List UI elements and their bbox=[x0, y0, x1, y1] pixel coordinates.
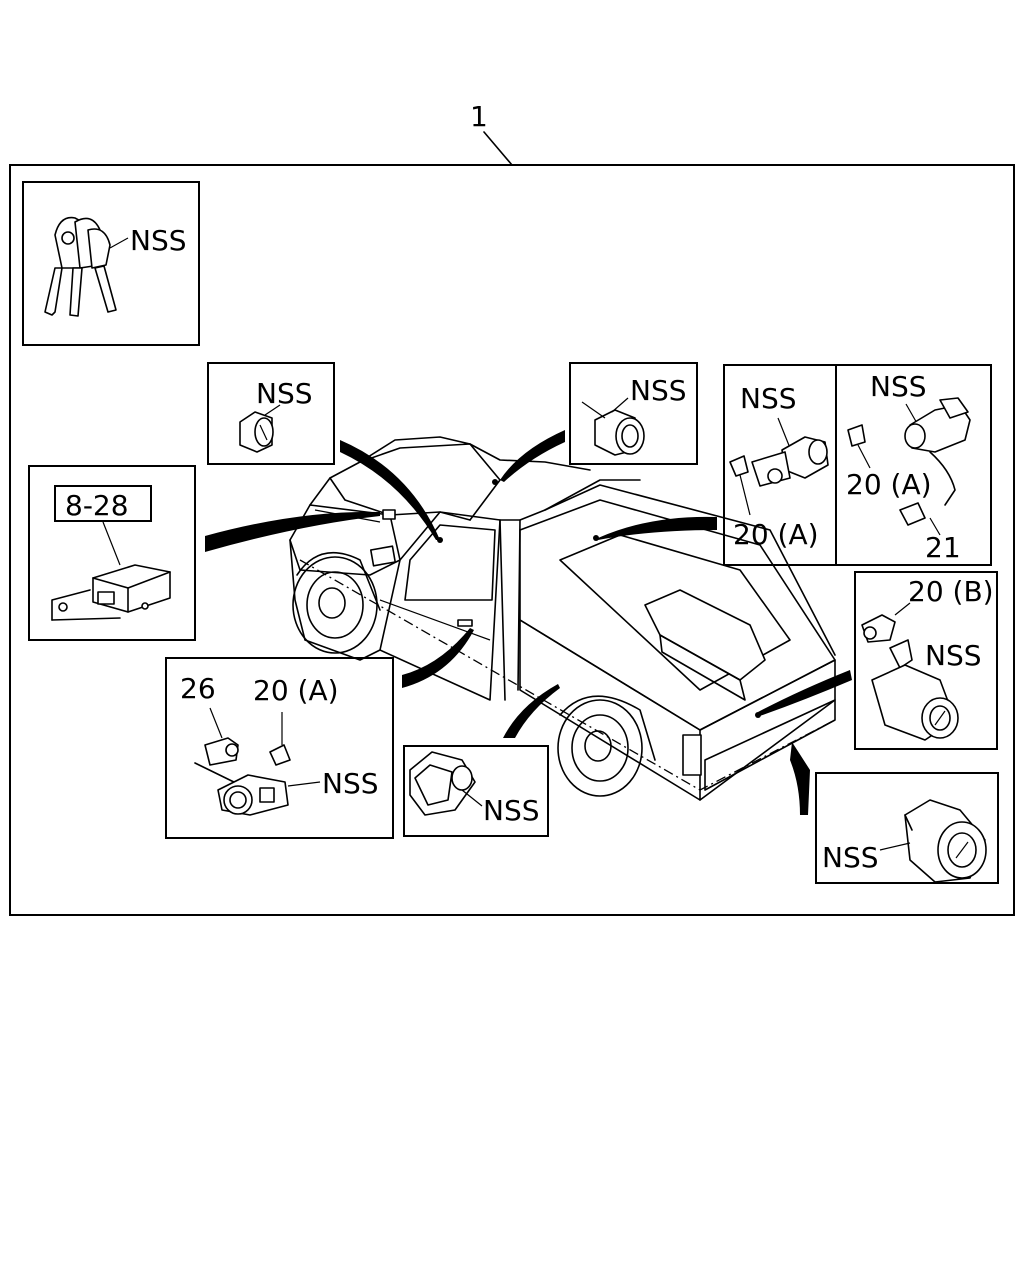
actuator-right-clip-label: 20 (A) bbox=[846, 468, 932, 501]
module-ref-frame bbox=[54, 485, 152, 522]
door-lock-cylinder-icon bbox=[194, 737, 291, 816]
ignition-lock-icon bbox=[581, 397, 645, 456]
actuator-right-nss-label: NSS bbox=[870, 370, 927, 403]
keys-icon bbox=[44, 216, 129, 317]
door-lock-box bbox=[165, 657, 394, 839]
keys-box bbox=[22, 181, 200, 346]
assembly-number-label: 1 bbox=[470, 100, 488, 133]
control-module-icon bbox=[51, 564, 171, 621]
lock-middle-nss-label: NSS bbox=[630, 374, 687, 407]
lock-cylinder-box-top bbox=[207, 362, 335, 465]
rear-lock-nss-label: NSS bbox=[822, 841, 879, 874]
rod-label: 21 bbox=[925, 531, 961, 564]
rear-lock-box bbox=[815, 772, 999, 884]
pickup-truck-illustration bbox=[289, 436, 836, 801]
actuator-left-clip-label: 20 (A) bbox=[733, 518, 819, 551]
keys-nss-label: NSS bbox=[130, 224, 187, 257]
door-lock-nss-label: NSS bbox=[322, 767, 379, 800]
trunk-lock-actuator-icon bbox=[847, 397, 971, 526]
lock-cylinder-box-middle bbox=[569, 362, 698, 465]
module-ref-label: 8-28 bbox=[65, 489, 129, 522]
tailgate-lock-box bbox=[854, 571, 998, 750]
bolt-label: 26 bbox=[180, 672, 216, 705]
assembly-frame bbox=[9, 164, 1015, 916]
tailgate-nss-label: NSS bbox=[925, 639, 982, 672]
fuel-lid-lock-icon bbox=[409, 751, 476, 816]
assembly-leader bbox=[483, 131, 513, 166]
door-lock-actuator-icon bbox=[729, 436, 829, 487]
rear-lock-cylinder-icon bbox=[904, 799, 987, 883]
actuator-box-right bbox=[835, 364, 992, 566]
module-box bbox=[28, 465, 196, 641]
fuel-lid-box bbox=[403, 745, 549, 837]
lock-cylinder-icon bbox=[239, 404, 281, 453]
callout-pointers bbox=[205, 430, 852, 815]
fuel-lid-nss-label: NSS bbox=[483, 794, 540, 827]
actuator-left-nss-label: NSS bbox=[740, 382, 797, 415]
lock-top-nss-label: NSS bbox=[256, 377, 313, 410]
tailgate-clip-label: 20 (B) bbox=[908, 575, 994, 608]
tailgate-lock-icon bbox=[861, 614, 959, 741]
door-clip-label: 20 (A) bbox=[253, 674, 339, 707]
